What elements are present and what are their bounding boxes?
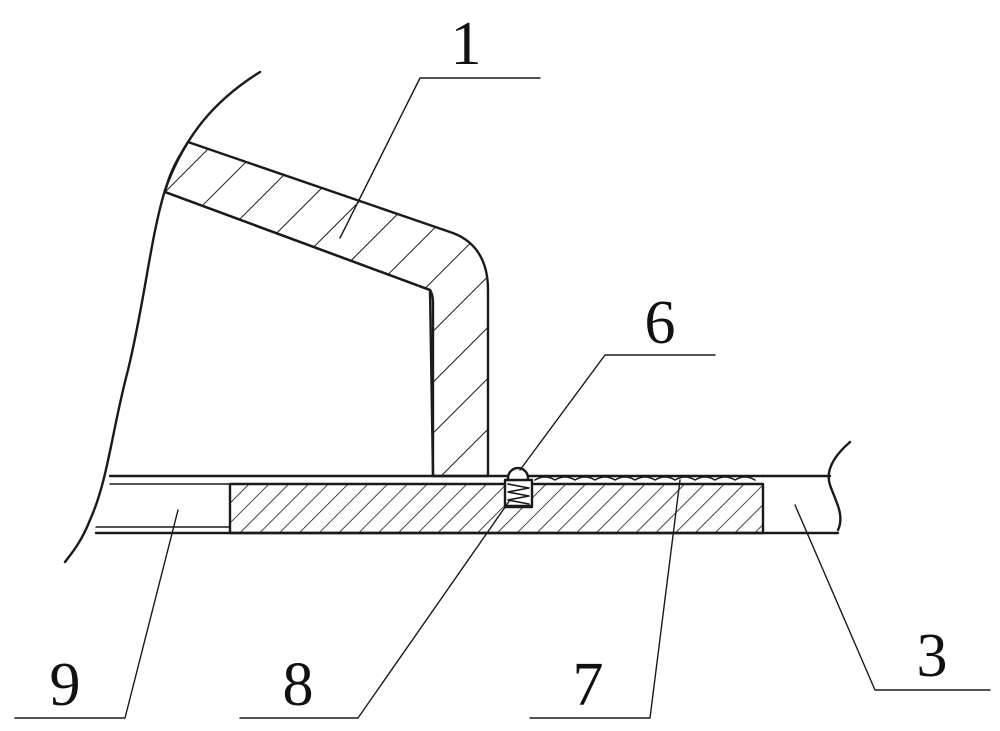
spring-part-8 bbox=[507, 483, 530, 505]
housing-inner-line bbox=[163, 190, 435, 478]
housing-wall-part-1 bbox=[163, 140, 490, 478]
label-part-9: 9 bbox=[50, 651, 81, 719]
leader-line-7 bbox=[529, 479, 681, 719]
label-part-7: 7 bbox=[573, 651, 604, 719]
left-break-line bbox=[63, 70, 262, 564]
label-part-6: 6 bbox=[645, 289, 676, 357]
right-break-line bbox=[827, 440, 852, 532]
label-part-8: 8 bbox=[283, 651, 314, 719]
label-part-3: 3 bbox=[917, 622, 948, 690]
leader-line-9 bbox=[14, 509, 179, 719]
slider-bar-part-7 bbox=[228, 482, 765, 535]
leader-line-3 bbox=[794, 504, 991, 691]
leader-line-8 bbox=[239, 499, 511, 719]
label-part-1: 1 bbox=[451, 10, 482, 78]
leader-line-1 bbox=[339, 77, 541, 239]
groove-top-edge bbox=[534, 476, 756, 481]
leader-line-6 bbox=[519, 354, 716, 471]
